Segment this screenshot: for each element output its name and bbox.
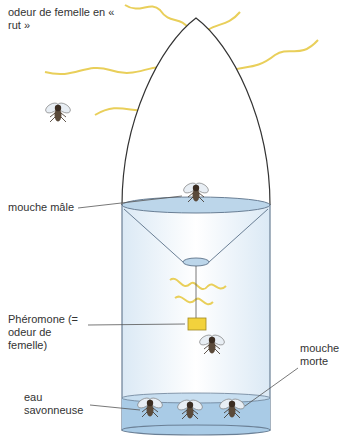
fly xyxy=(44,101,72,122)
funnel xyxy=(124,209,268,262)
label: odeur de femelle en « rut » xyxy=(8,6,118,32)
label-text: Phéromone (= odeur de femelle) xyxy=(8,313,78,351)
label: mouche mâle xyxy=(8,201,80,214)
label: Phéromone (= odeur de femelle) xyxy=(8,313,90,352)
dead-fly xyxy=(176,398,204,419)
pheromone-capsule xyxy=(188,318,206,330)
label-text: mouche morte xyxy=(300,342,339,367)
string xyxy=(196,266,197,318)
label-text: eau savonneuse xyxy=(24,391,83,416)
fly xyxy=(198,333,226,354)
label: eau savonneuse xyxy=(24,391,90,417)
dead-fly xyxy=(136,396,164,417)
label-text: mouche mâle xyxy=(8,201,74,213)
cone-cap xyxy=(122,18,270,205)
cylinder xyxy=(122,205,270,430)
scent-inside xyxy=(170,279,226,305)
cylinder-bottom xyxy=(122,425,270,435)
male-fly xyxy=(182,181,210,202)
funnel-mouth xyxy=(183,258,209,266)
dead-fly xyxy=(218,397,246,418)
leader-lines xyxy=(78,196,298,410)
label-text: odeur de femelle en « rut » xyxy=(8,6,114,31)
label: mouche morte xyxy=(300,342,358,368)
